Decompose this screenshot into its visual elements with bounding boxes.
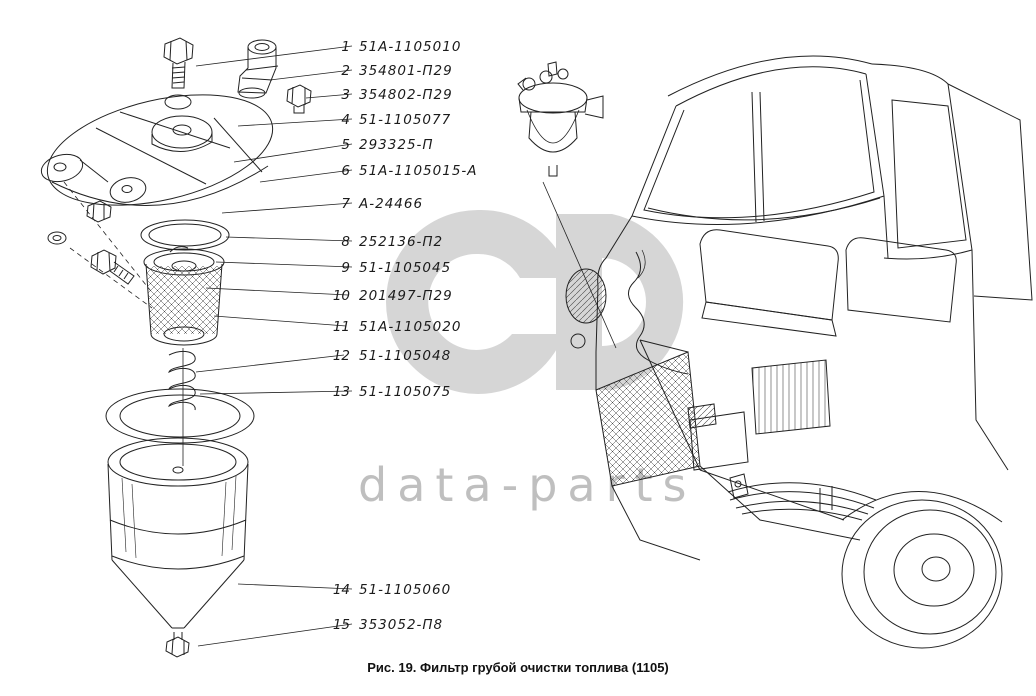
part-label-row: 2 354801-П29: [330, 63, 453, 79]
assembled-filter-drawing: [517, 61, 604, 177]
figure-caption: Рис. 19. Фильтр грубой очистки топлива (…: [367, 660, 669, 675]
part-label-row: 11 51А-1105020: [330, 319, 461, 335]
part-label-row: 5 293325-П: [330, 137, 434, 153]
part-number: 3: [341, 87, 350, 103]
part-number: 9: [341, 260, 350, 276]
part-label-row: 6 51А-1105015-А: [330, 163, 478, 179]
exploded-view-drawing: [40, 37, 312, 658]
part-code: 51А-1105010: [359, 39, 462, 55]
part-code: 354802-П29: [359, 87, 453, 103]
part-number: 7: [341, 196, 350, 212]
part-code: 252136-П2: [359, 234, 444, 250]
leader-lines: [195, 45, 617, 647]
part-bowl-gasket: [105, 388, 255, 444]
part-number: 8: [341, 234, 350, 250]
part-code: 354801-П29: [359, 63, 453, 79]
part-code: 51А-1105020: [359, 319, 462, 335]
part-sediment-bowl: [107, 437, 249, 629]
part-code: 51-1105060: [359, 582, 452, 598]
part-code: 201497-П29: [359, 288, 453, 304]
part-label-row: 3 354802-П29: [330, 87, 453, 103]
part-label-row: 8 252136-П2: [330, 234, 443, 250]
part-number: 13: [332, 384, 350, 400]
part-code: А-24466: [359, 196, 424, 212]
part-code: 51-1105075: [359, 384, 452, 400]
part-label-row: 12 51-1105048: [330, 348, 451, 364]
part-filter-element: [143, 246, 225, 346]
part-number: 15: [332, 617, 350, 633]
part-gasket-ring: [140, 219, 230, 251]
part-code: 353052-П8: [359, 617, 444, 633]
part-code: 51-1105045: [359, 260, 452, 276]
part-elbow-fitting: [237, 39, 279, 99]
part-number: 2: [341, 63, 350, 79]
part-bottom-bolt: [165, 632, 190, 658]
part-spring: [168, 348, 196, 466]
part-label-row: 9 51-1105045: [330, 260, 451, 276]
part-label-row: 10 201497-П29: [330, 288, 453, 304]
part-number: 6: [341, 163, 350, 179]
part-code: 293325-П: [359, 137, 434, 153]
part-code: 51-1105048: [359, 348, 452, 364]
part-code: 51-1105077: [359, 112, 452, 128]
part-lock-washer: [47, 231, 67, 245]
part-small-bolt-b: [90, 249, 135, 285]
part-number: 5: [341, 137, 350, 153]
part-label-row: 1 51А-1105010: [330, 39, 461, 55]
part-number: 11: [332, 319, 350, 335]
part-number: 1: [341, 39, 350, 55]
part-label-row: 7 А-24466: [330, 196, 423, 212]
part-label-row: 13 51-1105075: [330, 384, 451, 400]
part-number: 12: [332, 348, 350, 364]
part-number: 10: [332, 288, 350, 304]
part-bolt-top: [163, 37, 194, 89]
part-label-row: 4 51-1105077: [330, 112, 451, 128]
part-small-bolt-a: [86, 200, 112, 223]
assembly-axis-dashes: [63, 181, 153, 309]
truck-cab-drawing: [565, 55, 1033, 649]
part-plug: [286, 84, 312, 114]
part-number: 4: [341, 112, 350, 128]
part-label-row: 15 353052-П8: [330, 617, 443, 633]
part-code: 51А-1105015-А: [359, 163, 478, 179]
part-label-row: 14 51-1105060: [330, 582, 451, 598]
part-number: 14: [332, 582, 350, 598]
part-filter-head: [40, 94, 274, 207]
